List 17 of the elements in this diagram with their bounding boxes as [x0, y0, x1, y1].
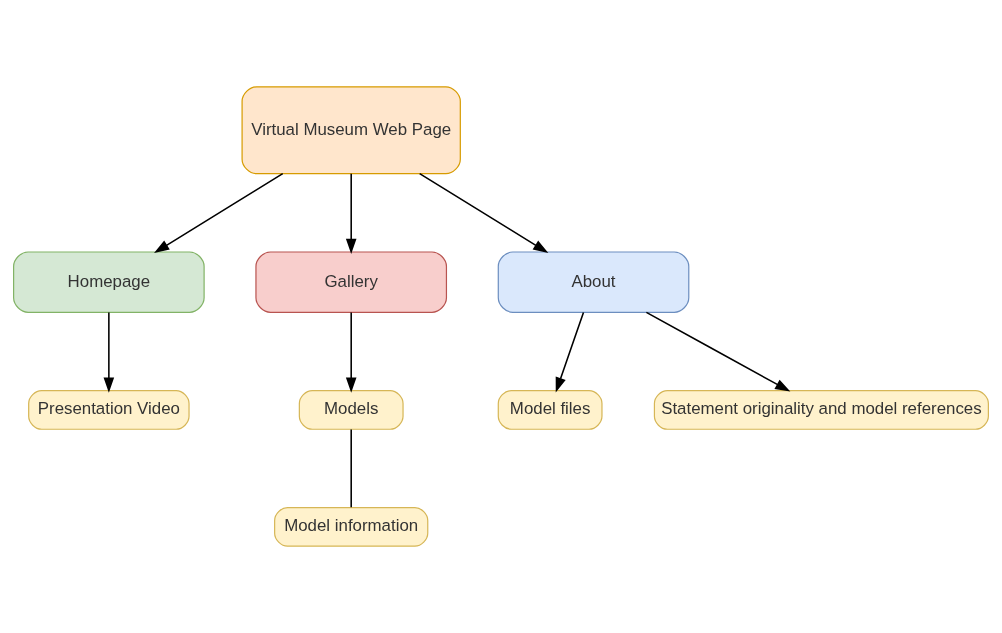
node-box: Model information: [274, 507, 429, 547]
arrow: [555, 311, 585, 393]
arrow: [103, 311, 115, 393]
node-box: About: [497, 251, 690, 313]
node-box: Model files: [497, 390, 603, 430]
node-box: Virtual Museum Web Page: [241, 86, 461, 175]
node-box: Models: [298, 390, 404, 430]
connector: [350, 428, 352, 509]
arrow: [345, 311, 357, 393]
node-box: Gallery: [255, 251, 448, 313]
arrow: [645, 311, 791, 392]
arrow: [418, 172, 549, 254]
node-box: Homepage: [13, 251, 205, 313]
node-box: Presentation Video: [28, 390, 190, 430]
arrow: [154, 172, 284, 254]
arrow: [345, 173, 357, 255]
node-box: Statement originality and model references: [653, 390, 989, 430]
